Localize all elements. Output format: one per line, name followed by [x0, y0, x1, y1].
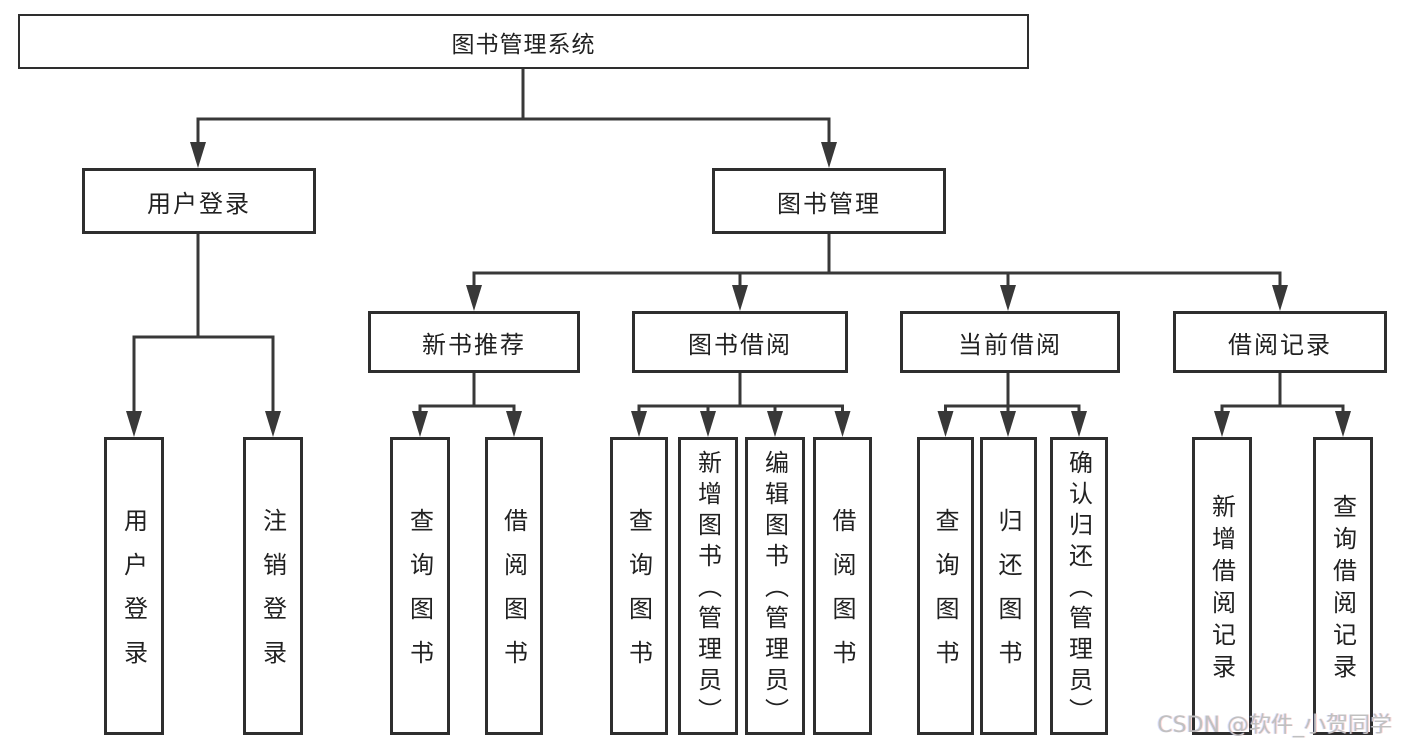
leaf-add-borrow-record: 新增借阅记录 — [1192, 437, 1252, 735]
node-label: 查询借阅记录 — [1328, 494, 1357, 686]
leaf-query-borrow-record: 查询借阅记录 — [1313, 437, 1373, 735]
leaf-return-books: 归还图书 — [980, 437, 1037, 735]
node-label: 图书管理 — [777, 189, 881, 218]
node-label: 查询图书 — [405, 508, 434, 684]
node-label: 查询图书 — [931, 508, 959, 684]
leaf-edit-books-admin: 编辑图书（管理员） — [745, 437, 805, 735]
node-label: 新书推荐 — [422, 330, 526, 359]
leaf-borrow-books: 借阅图书 — [813, 437, 872, 735]
node-label: 用户登录 — [147, 189, 251, 218]
node-label: 归还图书 — [994, 508, 1022, 684]
node-label: 新增图书（管理员） — [693, 450, 722, 729]
leaf-confirm-return-admin: 确认归还（管理员） — [1050, 437, 1108, 735]
node-label: 图书借阅 — [688, 330, 792, 359]
node-borrowing-records: 借阅记录 — [1173, 311, 1387, 373]
node-current-borrowing: 当前借阅 — [900, 311, 1120, 373]
arrowhead-icons — [126, 142, 1351, 437]
node-book-borrowing: 图书借阅 — [632, 311, 848, 373]
node-label: 查询图书 — [624, 508, 653, 684]
node-label: 当前借阅 — [958, 330, 1062, 359]
csdn-watermark: CSDN @软件_小贺同学 — [1157, 713, 1392, 738]
node-label: 借阅图书 — [499, 508, 528, 684]
node-user-login: 用户登录 — [82, 168, 316, 234]
leaf-query-books-recommend: 查询图书 — [390, 437, 450, 735]
leaf-logout: 注销登录 — [243, 437, 303, 735]
node-label: 借阅记录 — [1228, 330, 1332, 359]
node-library-management-system: 图书管理系统 — [18, 14, 1029, 69]
node-label: 确认归还（管理员） — [1064, 450, 1093, 729]
node-label: 图书管理系统 — [451, 31, 596, 58]
leaf-query-books-current: 查询图书 — [917, 437, 974, 735]
node-label: 用户登录 — [119, 508, 148, 684]
leaf-borrow-books-recommend: 借阅图书 — [485, 437, 543, 735]
node-label: 新增借阅记录 — [1207, 494, 1236, 686]
node-book-management: 图书管理 — [712, 168, 946, 234]
node-label: 借阅图书 — [828, 508, 856, 684]
leaf-query-books-borrow: 查询图书 — [610, 437, 668, 735]
node-new-book-recommendation: 新书推荐 — [368, 311, 580, 373]
node-label: 注销登录 — [258, 508, 287, 684]
leaf-add-books-admin: 新增图书（管理员） — [678, 437, 738, 735]
leaf-user-login: 用户登录 — [104, 437, 164, 735]
node-label: 编辑图书（管理员） — [760, 450, 789, 729]
